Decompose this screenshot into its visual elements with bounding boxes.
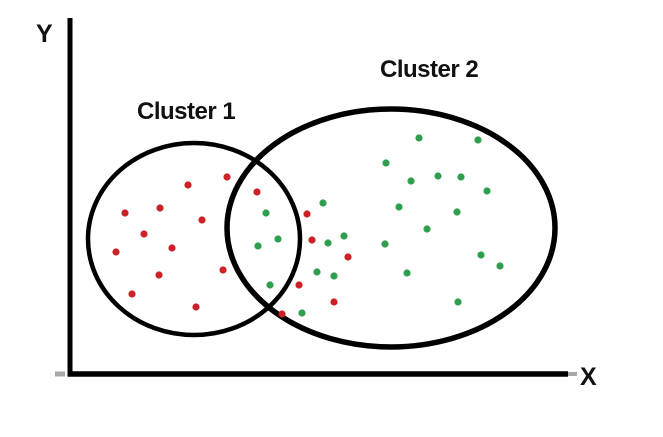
x-axis-label: X <box>580 363 597 391</box>
data-point-cluster2 <box>262 209 270 217</box>
data-point-cluster2 <box>313 268 321 276</box>
data-point-cluster2 <box>434 172 442 180</box>
data-point-cluster1 <box>344 253 352 261</box>
data-point-cluster2 <box>496 262 504 270</box>
data-point-cluster2 <box>274 235 282 243</box>
data-point-cluster1 <box>155 271 163 279</box>
data-point-cluster1 <box>330 298 338 306</box>
y-axis-label: Y <box>36 20 53 48</box>
data-point-cluster1 <box>140 230 148 238</box>
data-point-cluster2 <box>483 187 491 195</box>
data-point-cluster2 <box>298 309 306 317</box>
data-point-cluster1 <box>278 310 286 318</box>
cluster1-label: Cluster 1 <box>137 98 236 125</box>
data-point-cluster1 <box>128 290 136 298</box>
data-point-cluster2 <box>330 272 338 280</box>
data-point-cluster2 <box>457 173 465 181</box>
data-point-cluster2 <box>254 242 262 250</box>
data-point-cluster2 <box>423 225 431 233</box>
data-point-cluster2 <box>266 281 274 289</box>
cluster1-outline <box>85 140 303 338</box>
data-point-cluster1 <box>192 303 200 311</box>
data-point-cluster2 <box>319 199 327 207</box>
data-point-cluster2 <box>474 136 482 144</box>
data-point-cluster2 <box>382 159 390 167</box>
data-point-cluster1 <box>308 236 316 244</box>
data-point-cluster1 <box>295 281 303 289</box>
data-point-cluster1 <box>156 204 164 212</box>
data-point-cluster1 <box>121 209 129 217</box>
data-point-cluster2 <box>415 134 423 142</box>
data-point-cluster1 <box>223 173 231 181</box>
data-point-cluster1 <box>112 248 120 256</box>
data-point-cluster2 <box>403 269 411 277</box>
data-point-cluster2 <box>477 251 485 259</box>
data-point-cluster1 <box>168 244 176 252</box>
data-point-cluster2 <box>340 232 348 240</box>
cluster2-outline <box>224 106 558 350</box>
data-point-cluster2 <box>454 298 462 306</box>
data-point-cluster2 <box>324 239 332 247</box>
data-point-cluster2 <box>381 240 389 248</box>
data-point-cluster1 <box>184 181 192 189</box>
data-point-cluster1 <box>198 216 206 224</box>
data-point-cluster2 <box>453 208 461 216</box>
data-point-cluster2 <box>395 203 403 211</box>
data-point-cluster2 <box>407 177 415 185</box>
data-point-cluster1 <box>253 188 261 196</box>
data-point-cluster1 <box>303 210 311 218</box>
data-point-cluster1 <box>219 266 227 274</box>
cluster2-label: Cluster 2 <box>380 56 479 83</box>
